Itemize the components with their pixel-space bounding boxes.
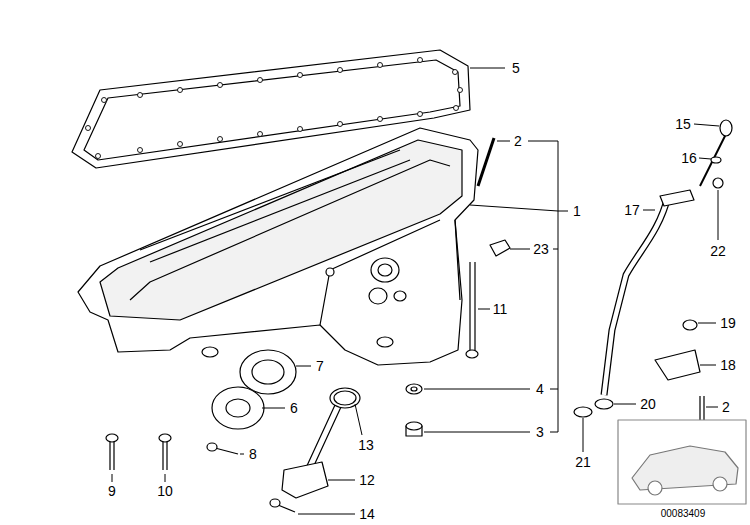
callout-number: 21 bbox=[574, 455, 592, 469]
callout-number: 9 bbox=[107, 484, 117, 498]
callout-number: 15 bbox=[674, 117, 692, 131]
callout-number: 7 bbox=[315, 359, 325, 373]
callout-number: 20 bbox=[639, 397, 657, 411]
callout-number: 3 bbox=[535, 425, 545, 439]
callout-number: 8 bbox=[248, 447, 258, 461]
callout-number: 10 bbox=[156, 484, 174, 498]
callout-number: 18 bbox=[719, 358, 737, 372]
callout-number: 12 bbox=[358, 473, 376, 487]
callout-number: 23 bbox=[532, 242, 550, 256]
callout-number: 13 bbox=[357, 438, 375, 452]
callout-number: 4 bbox=[535, 382, 545, 396]
callout-number: 1 bbox=[572, 204, 582, 218]
drawing-number: 00083409 bbox=[660, 509, 707, 519]
callout-number: 19 bbox=[719, 316, 737, 330]
callout-number: 5 bbox=[511, 61, 521, 75]
callout-number: 16 bbox=[680, 151, 698, 165]
callout-number: 6 bbox=[289, 401, 299, 415]
callout-number: 2 bbox=[721, 400, 731, 414]
callout-number: 22 bbox=[709, 244, 727, 258]
callout-number: 17 bbox=[623, 203, 641, 217]
callout-number: 11 bbox=[492, 302, 509, 316]
callout-number: 14 bbox=[358, 507, 376, 521]
callout-number: 2 bbox=[513, 134, 523, 148]
